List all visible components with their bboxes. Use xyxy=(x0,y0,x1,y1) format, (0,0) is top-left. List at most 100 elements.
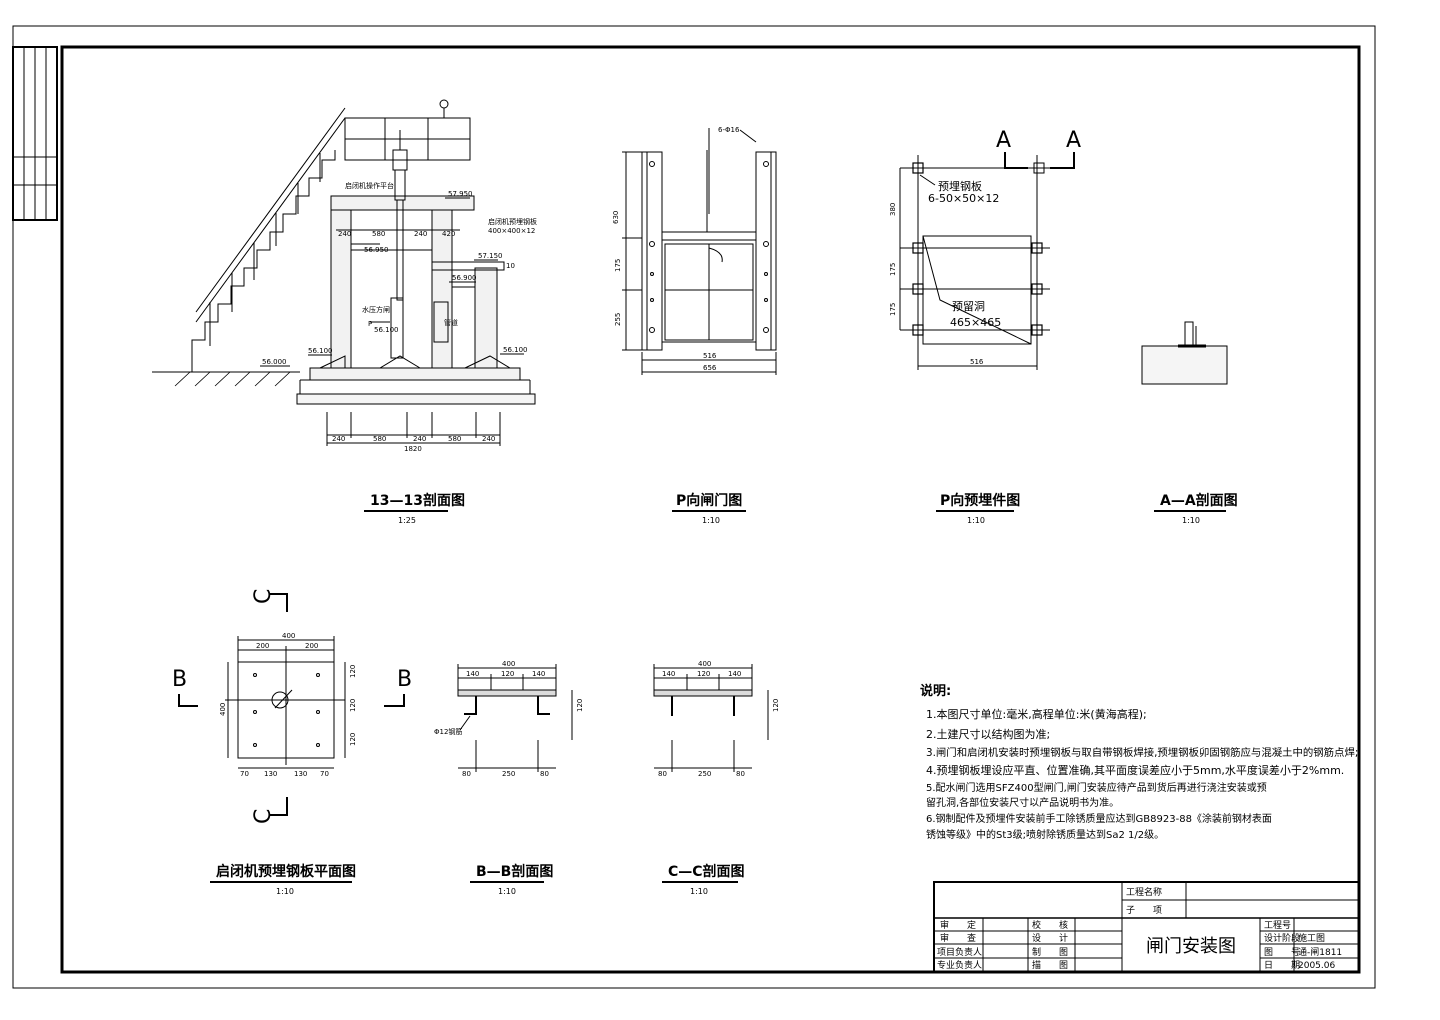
title-v4: A—A剖面图 xyxy=(1160,492,1238,509)
title-v3: P向预埋件图 xyxy=(940,492,1020,509)
section-b-b-labels: 400 140 120 140 120 Φ12钢筋 80 250 80 xyxy=(434,660,584,778)
note-6b: 锈蚀等级》中的St3级;喷射除锈质量达到Sa2 1/2级。 xyxy=(926,828,1164,841)
view-titles-row1: 13—13剖面图 1:25 P向闸门图 1:10 P向预埋件图 1:10 A—A… xyxy=(364,492,1238,525)
label-p: P xyxy=(368,320,372,328)
title-v1: 13—13剖面图 xyxy=(370,492,465,509)
title-v5: 启闭机预埋钢板平面图 xyxy=(216,863,356,880)
dim-w1: 140 xyxy=(662,670,675,678)
bdim-total: 1820 xyxy=(404,445,422,453)
dim-b2: 250 xyxy=(698,770,711,778)
label-plate: 预埋钢板 xyxy=(938,179,982,193)
marker-c-bottom: C xyxy=(251,809,276,824)
note-5a: 5.配水闸门选用SFZ400型闸门,闸门安装应待产品到货后再进行浇注安装或预 xyxy=(926,781,1267,794)
sheet-frame xyxy=(12,25,1376,989)
tb-riqi-val: 2005.06 xyxy=(1298,961,1335,971)
notes-block: 说明: 1.本图尺寸单位:毫米,高程单位:米(黄海高程); 2.土建尺寸以结构图… xyxy=(920,683,1358,841)
dim-b1: 80 xyxy=(462,770,471,778)
label-plate-size: 6-50×50×12 xyxy=(928,192,999,205)
gate-p-view-labels: 6-Φ16 630 175 255 516 656 xyxy=(612,126,740,372)
dim-w2: 120 xyxy=(501,670,514,678)
note-1: 1.本图尺寸单位:毫米,高程单位:米(黄海高程); xyxy=(926,707,1147,721)
section-a-a-drawing xyxy=(1141,321,1228,385)
label-plate-size: 400×400×12 xyxy=(488,227,535,235)
dim-b4: 70 xyxy=(320,770,329,778)
dim-b3: 80 xyxy=(736,770,745,778)
tb-shencha: 审 查 xyxy=(940,932,976,944)
dim-w2: 656 xyxy=(703,364,717,372)
dim-b2: 250 xyxy=(502,770,515,778)
dim-b2: 130 xyxy=(264,770,277,778)
note-3: 3.闸门和启闭机安装时预埋钢板与取自带钢板焊接,预埋钢板卯固钢筋应与混凝土中的钢… xyxy=(926,746,1358,759)
dim-h3: 120 xyxy=(349,733,357,746)
plate-plan-labels: 400 200 200 400 120 120 120 70 130 130 7… xyxy=(219,632,357,778)
label-platform: 启闭机操作平台 xyxy=(345,181,394,190)
elev-gate: 56.100 xyxy=(374,326,399,334)
scale-v6: 1:10 xyxy=(498,887,516,896)
elev-water: 56.950 xyxy=(364,246,389,254)
scale-v5: 1:10 xyxy=(276,887,294,896)
embed-p-view-labels: 预埋钢板 6-50×50×12 预留洞 465×465 380 175 175 … xyxy=(889,179,1001,366)
tb-gch: 工程号 xyxy=(1264,920,1291,931)
elev-right-floor: 56.100 xyxy=(503,346,528,354)
bdim-580b: 580 xyxy=(448,435,461,443)
elev-top: 57.950 xyxy=(448,190,473,198)
tb-drawing-title: 闸门安装图 xyxy=(1146,936,1236,957)
dim-h1: 630 xyxy=(612,211,620,224)
scale-v1: 1:25 xyxy=(398,516,416,525)
note-5b: 留孔洞,各部位安装尺寸以产品说明书为准。 xyxy=(926,796,1119,809)
dim-420: 420 xyxy=(442,230,455,238)
dim-h3: 175 xyxy=(889,303,897,316)
bdim-240a: 240 xyxy=(332,435,345,443)
dim-h3: 255 xyxy=(614,313,622,326)
dim-h: 120 xyxy=(576,699,584,712)
dim-w3: 140 xyxy=(728,670,741,678)
tb-miaotu: 描 图 xyxy=(1032,959,1068,971)
title-v7: C—C剖面图 xyxy=(668,863,745,880)
dim-w: 400 xyxy=(502,660,515,668)
dim-w1: 516 xyxy=(703,352,717,360)
elev-ground: 56.000 xyxy=(262,358,287,366)
dim-h1: 380 xyxy=(889,203,897,216)
title-v6: B—B剖面图 xyxy=(476,863,553,880)
label-tag: 6-Φ16 xyxy=(718,126,740,134)
note-6a: 6.钢制配件及预埋件安装前手工除锈质量应达到GB8923-88《涂装前钢材表面 xyxy=(926,812,1272,825)
title-block-text: 工程名称 子 项 审 定 审 查 项目负责人 专业负责人 校 核 设 计 制 图… xyxy=(937,886,1342,971)
tb-zyfzr: 专业负责人 xyxy=(937,959,982,971)
scale-v4: 1:10 xyxy=(1182,516,1200,525)
dim-580: 580 xyxy=(372,230,385,238)
marker-a-right: A xyxy=(1066,128,1081,153)
dim-240b: 240 xyxy=(414,230,427,238)
dim-h2: 175 xyxy=(614,259,622,272)
tb-sjjd: 设计阶段 xyxy=(1264,932,1300,944)
dim-h: 400 xyxy=(219,703,227,716)
label-pipe: 管道 xyxy=(444,318,458,327)
section-b-b-drawing xyxy=(457,664,573,772)
dim-h1: 120 xyxy=(349,665,357,678)
section-13-13-drawing xyxy=(152,99,536,446)
view-titles-row2: 启闭机预埋钢板平面图 1:10 B—B剖面图 1:10 C—C剖面图 1:10 xyxy=(210,863,745,896)
dim-w: 516 xyxy=(970,358,984,366)
label-plate: 启闭机预埋钢板 xyxy=(488,217,537,226)
tb-jiaohe: 校 核 xyxy=(1032,919,1068,931)
dim-h2: 120 xyxy=(349,699,357,712)
elev-water2: 56.900 xyxy=(452,274,477,282)
tb-riqi: 日 期 xyxy=(1264,960,1300,971)
section-c-c-labels: 400 140 120 140 120 80 250 80 xyxy=(658,660,780,778)
note-4: 4.预埋钢板埋设应平直、位置准确,其平面度误差应小于5mm,水平度误差小于2%m… xyxy=(926,763,1344,777)
plate-plan-drawing xyxy=(178,593,405,816)
label-hole-size: 465×465 xyxy=(950,316,1001,329)
label-hole: 预留洞 xyxy=(952,300,985,313)
title-v2: P向闸门图 xyxy=(676,492,742,509)
marker-b-right: B xyxy=(397,667,412,692)
tb-zhitu: 制 图 xyxy=(1032,946,1068,958)
marker-b-left: B xyxy=(172,667,187,692)
notes-heading: 说明: xyxy=(920,683,951,699)
bdim-580a: 580 xyxy=(373,435,386,443)
scale-v7: 1:10 xyxy=(690,887,708,896)
elev-left-floor: 56.100 xyxy=(308,347,333,355)
dim-240a: 240 xyxy=(338,230,351,238)
scale-v2: 1:10 xyxy=(702,516,720,525)
dim-w1: 140 xyxy=(466,670,479,678)
dim-h2: 175 xyxy=(889,263,897,276)
dim-w: 400 xyxy=(282,632,295,640)
